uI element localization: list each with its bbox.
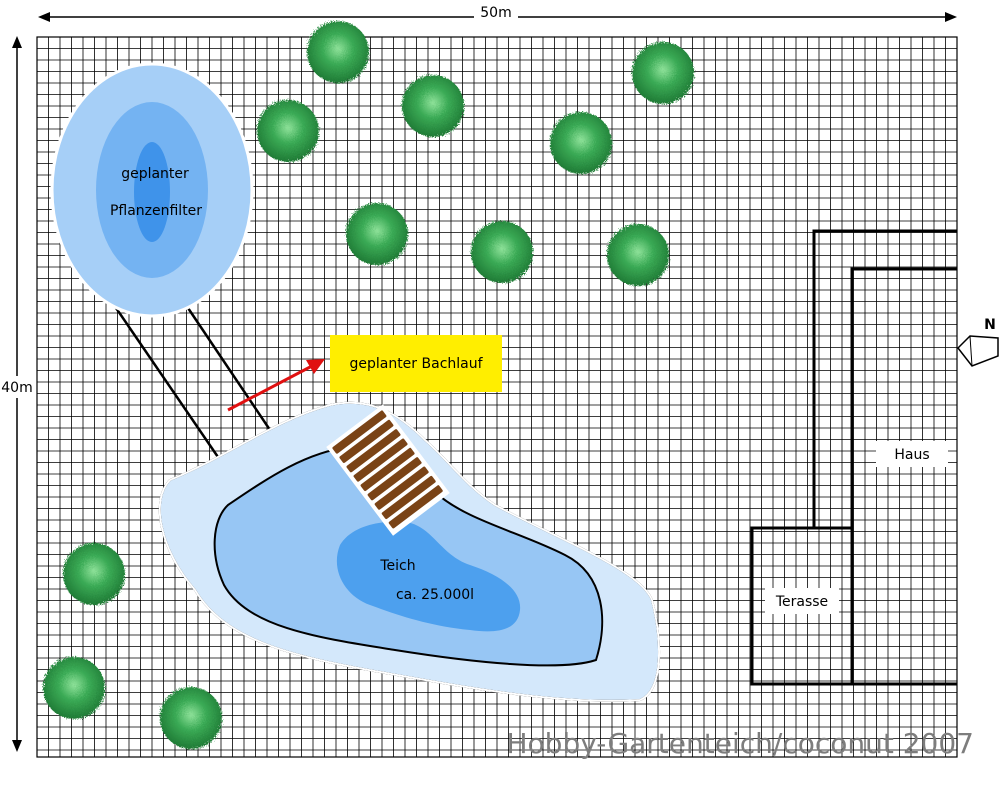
deck-board xyxy=(352,437,409,483)
stream-label-box xyxy=(330,335,502,392)
height-dimension: 40m xyxy=(1,36,35,752)
deck-board xyxy=(387,484,444,530)
plant-filter-label-line2: Pflanzenfilter xyxy=(110,203,202,219)
deck-board xyxy=(338,418,395,464)
wooden-deck xyxy=(326,404,450,536)
width-label: 50m xyxy=(480,5,511,21)
stream-arrow-head xyxy=(306,359,325,374)
tree-icon xyxy=(43,657,105,719)
grid-border xyxy=(36,36,958,758)
width-dimension: 50m xyxy=(38,4,957,24)
tree-icon xyxy=(257,100,319,162)
deck-board xyxy=(366,456,423,502)
grid xyxy=(36,36,958,758)
north-label: N xyxy=(984,317,996,333)
terrace-label-bg xyxy=(765,588,839,614)
tree-icon xyxy=(632,42,694,104)
tree-icon xyxy=(471,221,533,283)
tree-icon xyxy=(550,112,612,174)
trees xyxy=(43,21,694,749)
pond: Teich ca. 25.000l xyxy=(158,401,660,702)
tree-icon xyxy=(346,203,408,265)
stream-label: geplanter Bachlauf xyxy=(349,356,483,372)
tree-icon xyxy=(307,21,369,83)
house-label-bg xyxy=(876,441,948,467)
plant-filter-label-line1: geplanter xyxy=(121,166,189,182)
north-arrow-icon xyxy=(957,335,999,367)
house-label: Haus xyxy=(894,447,929,463)
house-outline xyxy=(750,229,957,686)
stream-callout: geplanter Bachlauf xyxy=(227,335,502,412)
tree-icon xyxy=(160,687,222,749)
connection-lines xyxy=(112,304,272,461)
deck-board xyxy=(345,428,402,474)
deck-board xyxy=(359,446,416,492)
stream-arrow xyxy=(227,364,313,412)
watermark: Hobby-Gartenteich/coconut 2007 xyxy=(507,727,975,760)
pond-label-line2: ca. 25.000l xyxy=(396,587,474,603)
north-indicator: N xyxy=(957,312,1000,367)
height-label: 40m xyxy=(1,380,32,396)
deck-board xyxy=(373,465,430,511)
terrace-label: Terasse xyxy=(775,594,828,610)
tree-icon xyxy=(63,543,125,605)
plant-filter: geplanter Pflanzenfilter xyxy=(50,62,254,318)
tree-icon xyxy=(402,75,464,137)
deck-board xyxy=(380,474,437,521)
pond-label-line1: Teich xyxy=(379,558,415,574)
tree-icon xyxy=(607,224,669,286)
deck-board xyxy=(331,409,388,455)
